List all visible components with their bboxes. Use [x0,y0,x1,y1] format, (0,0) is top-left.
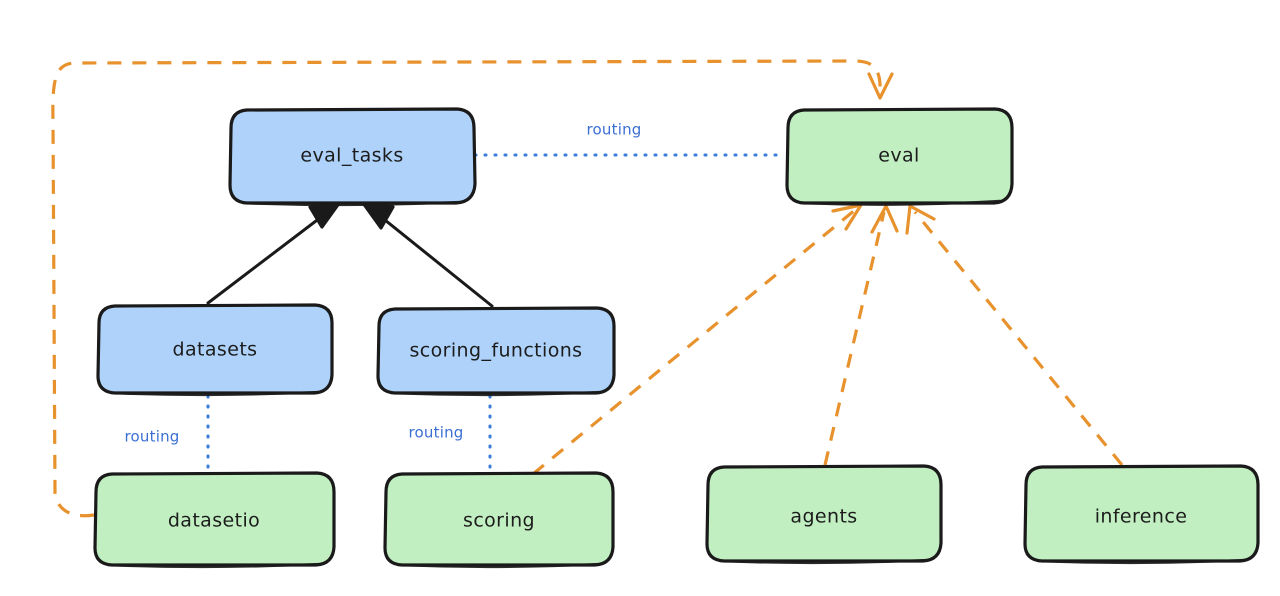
node-agents-label: agents [790,506,857,528]
node-inference-underline [1036,558,1248,565]
node-inference-label: inference [1095,506,1188,528]
node-inference[interactable]: inference [1023,464,1260,565]
node-eval-shape [785,107,1014,205]
arrowhead-datasetio-to-eval [867,72,894,100]
edge-datasetio-to-eval [51,59,882,518]
node-datasetio-underline [106,562,324,569]
arrowhead-inference-to-eval [905,204,936,235]
node-scoring-label: scoring [463,510,535,532]
node-eval-underline [798,199,1002,206]
edge-scoring-to-eval [531,208,857,476]
edge-inference-to-eval [913,210,1124,467]
node-agents-underline [718,558,931,565]
arrowhead-agents-to-eval [870,204,899,234]
node-eval_tasks-label: eval_tasks [300,145,403,167]
node-eval_tasks-underline [241,200,464,207]
node-datasets-underline [109,390,322,397]
node-scoring_functions-underline [389,390,604,397]
edge-agents-to-eval [823,211,886,466]
edge-label-scoring_functions-scoring: routing [409,424,464,442]
node-eval_tasks[interactable]: eval_tasks [228,107,477,207]
edge-label-eval_tasks-eval: routing [587,121,642,139]
node-datasetio-label: datasetio [168,510,260,532]
node-agents[interactable]: agents [705,464,943,565]
edge-labels-group: routing routing routing [125,121,642,446]
node-scoring-underline [396,562,603,569]
solid-edges-group [206,200,494,308]
edge-label-datasets-datasetio: routing [125,428,180,446]
nodes-group: eval_tasks eval datasets scoring_functio… [93,107,1260,569]
node-datasetio[interactable]: datasetio [93,471,336,569]
node-scoring_functions-label: scoring_functions [410,340,583,362]
routing-edges-group [206,153,787,472]
node-datasets[interactable]: datasets [96,303,334,397]
node-datasets-label: datasets [173,339,258,361]
node-eval-label: eval [878,145,919,167]
node-eval[interactable]: eval [785,107,1014,206]
node-scoring[interactable]: scoring [383,471,615,569]
edge-scoring_functions-to-eval_tasks [368,206,494,308]
node-scoring_functions[interactable]: scoring_functions [376,306,616,397]
edge-datasets-to-eval_tasks [206,206,335,305]
